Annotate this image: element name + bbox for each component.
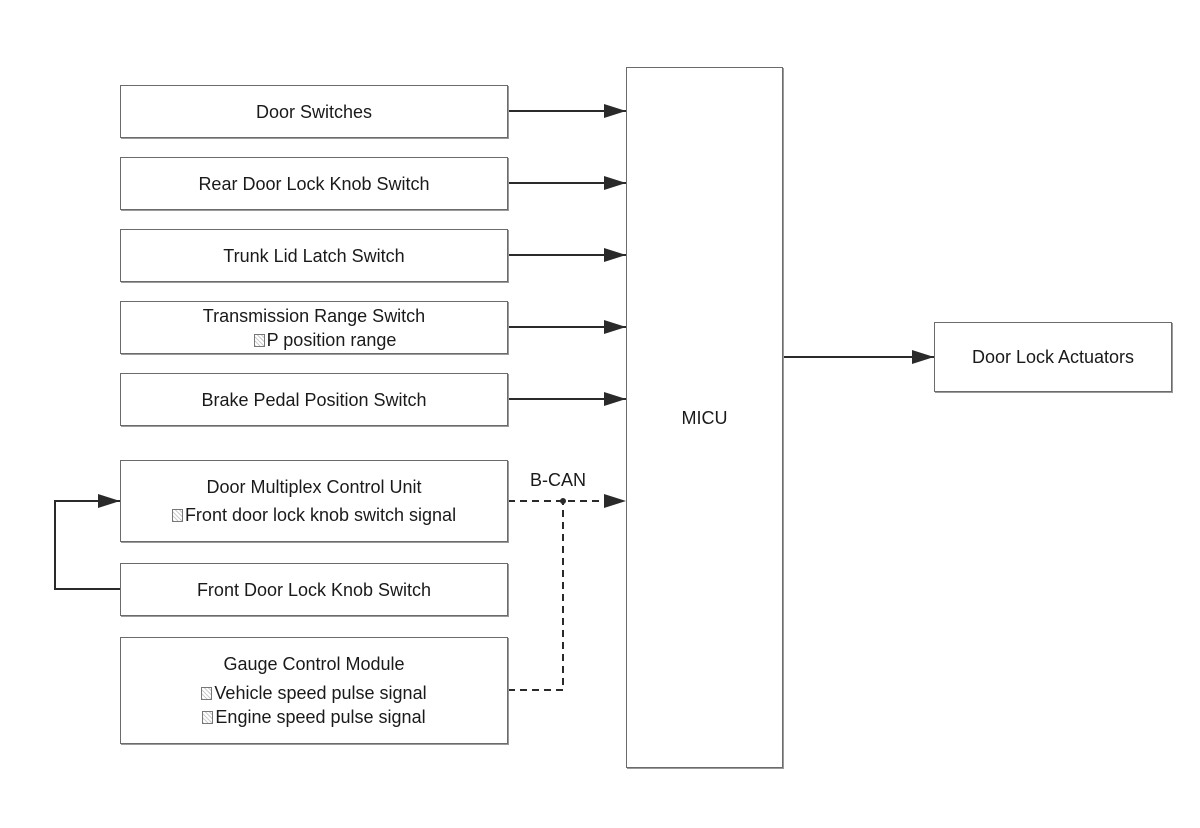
transmission-range-note: P position range	[232, 328, 397, 352]
transmission-range-note-text: P position range	[266, 329, 397, 350]
door-multiplex-control-unit-label: Door Multiplex Control Unit	[206, 477, 422, 497]
front-door-lock-knob-switch-label: Front Door Lock Knob Switch	[196, 579, 432, 600]
gauge-control-module-label: Gauge Control Module	[223, 654, 405, 674]
door-switches-box: Door Switches	[120, 85, 508, 138]
door-multiplex-note: Front door lock knob switch signal	[171, 503, 457, 527]
gauge-control-module-box: Gauge Control Module Vehicle speed pulse…	[120, 637, 508, 744]
transmission-range-switch-label: Transmission Range Switch	[202, 305, 426, 326]
bcan-gauge-branch	[508, 501, 564, 691]
wire-front-knob-to-door-mux	[54, 494, 120, 590]
door-multiplex-control-unit-box: Door Multiplex Control Unit Front door l…	[120, 460, 508, 542]
gauge-note-engine-speed: Engine speed pulse signal	[202, 705, 426, 729]
brake-pedal-position-switch-box: Brake Pedal Position Switch	[120, 373, 508, 426]
rear-door-lock-knob-switch-label: Rear Door Lock Knob Switch	[198, 173, 430, 194]
bcan-junction-dot	[560, 498, 566, 504]
gauge-note-vehicle-speed-text: Vehicle speed pulse signal	[214, 683, 427, 703]
bullet-glyph-icon	[201, 687, 213, 700]
transmission-range-switch-box: Transmission Range Switch P position ran…	[120, 301, 508, 354]
bullet-glyph-icon	[171, 509, 183, 522]
bullet-glyph-icon	[253, 333, 265, 347]
micu-box: MICU	[626, 67, 783, 768]
bullet-glyph-icon	[202, 711, 214, 724]
door-lock-actuators-box: Door Lock Actuators	[934, 322, 1172, 392]
gauge-note-vehicle-speed: Vehicle speed pulse signal	[201, 681, 427, 705]
bcan-label: B-CAN	[530, 470, 587, 490]
rear-door-lock-knob-switch-box: Rear Door Lock Knob Switch	[120, 157, 508, 210]
micu-label: MICU	[681, 407, 728, 428]
gauge-note-engine-speed-text: Engine speed pulse signal	[215, 707, 426, 727]
trunk-lid-latch-switch-box: Trunk Lid Latch Switch	[120, 229, 508, 282]
door-switches-label: Door Switches	[255, 101, 373, 122]
brake-pedal-position-switch-label: Brake Pedal Position Switch	[201, 389, 427, 410]
trunk-lid-latch-switch-label: Trunk Lid Latch Switch	[223, 245, 405, 266]
door-lock-actuators-label: Door Lock Actuators	[971, 347, 1135, 367]
front-door-lock-knob-switch-box: Front Door Lock Knob Switch	[120, 563, 508, 616]
door-multiplex-note-text: Front door lock knob switch signal	[184, 505, 457, 525]
